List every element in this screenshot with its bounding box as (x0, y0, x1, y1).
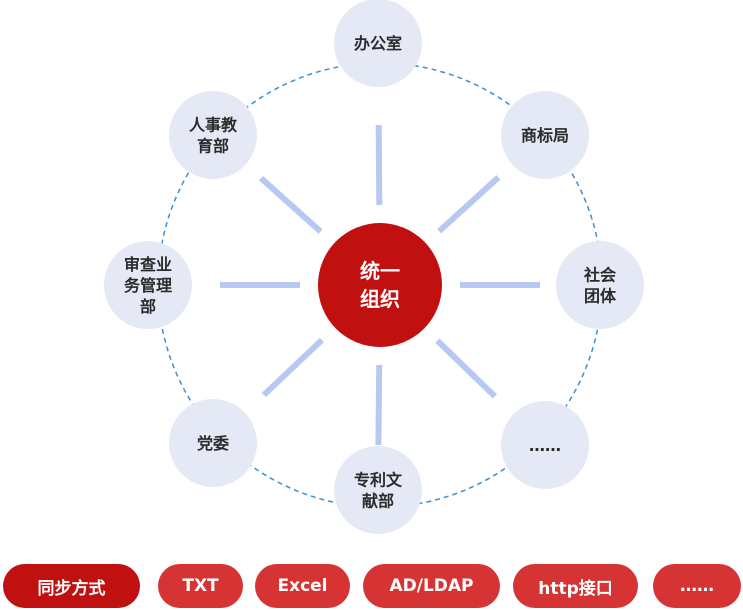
node-label-line: …… (529, 436, 561, 455)
node-label-line: 专利文 (354, 471, 403, 490)
spoke-line (435, 338, 497, 399)
sync-option-excel[interactable]: Excel (255, 564, 350, 608)
sync-option-more[interactable]: …… (653, 564, 741, 608)
center-label-line-2: 组织 (360, 287, 400, 311)
spoke-line (375, 364, 383, 446)
node-circle (501, 91, 589, 179)
sync-option-txt[interactable]: TXT (158, 564, 243, 608)
sync-option-ad-ldap[interactable]: AD/LDAP (363, 564, 500, 608)
node-trademark[interactable]: 商标局 (501, 91, 589, 179)
node-circle (169, 399, 257, 487)
sync-method-label: 同步方式 (3, 564, 140, 608)
node-circle (104, 241, 192, 329)
center-circle (318, 223, 442, 347)
node-label-line: 商标局 (521, 126, 569, 145)
node-label-line: 育部 (197, 137, 229, 156)
node-label-line: 团体 (584, 287, 617, 306)
node-circle (334, 0, 422, 87)
node-circle (169, 91, 257, 179)
node-label-line: 审查业 (124, 255, 172, 274)
center-node[interactable]: 统一 组织 (318, 223, 442, 347)
node-more[interactable]: …… (501, 401, 589, 489)
node-party[interactable]: 党委 (169, 399, 257, 487)
node-label-line: 党委 (197, 434, 230, 453)
sync-option-http[interactable]: http接口 (513, 564, 638, 608)
node-label-line: 社会 (583, 266, 616, 285)
node-label-line: 办公室 (354, 34, 402, 53)
node-circle (556, 241, 644, 329)
node-office[interactable]: 办公室 (334, 0, 422, 87)
node-label-line: 献部 (362, 492, 394, 511)
node-label-line: 务管理 (124, 276, 172, 295)
center-label-line-1: 统一 (360, 259, 400, 283)
node-label-line: 人事教 (189, 116, 238, 135)
spoke-line (375, 124, 383, 206)
node-circle (501, 401, 589, 489)
spoke-line (261, 337, 324, 398)
spoke-line (437, 175, 501, 234)
node-label-line: 部 (140, 297, 156, 316)
spokes (220, 124, 540, 446)
spoke-line (258, 175, 323, 234)
node-circle (334, 446, 422, 534)
